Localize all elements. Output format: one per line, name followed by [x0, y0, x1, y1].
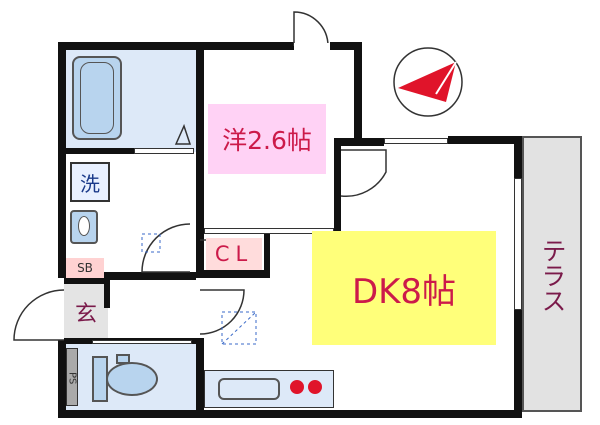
wall-room-divider: [196, 42, 204, 278]
washbasin-bowl: [78, 216, 90, 236]
wall-top-right: [330, 42, 360, 50]
wall-dk-top-right: [448, 136, 522, 144]
shoe-box-label: SB: [66, 258, 104, 278]
toilet-sliding-door[interactable]: [92, 340, 192, 344]
bath-door-frame[interactable]: [134, 148, 194, 154]
toilet-lid: [116, 354, 130, 364]
western-room-label: 洋2.6帖: [222, 126, 312, 155]
wall-cl-right: [264, 234, 270, 278]
wall-left: [58, 42, 66, 278]
toilet-bowl: [106, 362, 158, 396]
terrace-sliding-window[interactable]: [514, 178, 522, 310]
pipe-space-label: PS: [66, 371, 78, 385]
washer-label: 洗: [70, 162, 110, 202]
wall-left-lower: [58, 340, 66, 418]
terrace-area: [522, 136, 582, 412]
closet-label: CL: [206, 238, 262, 270]
wall-dk-top-left: [334, 138, 384, 146]
western-room-label-bg: [208, 104, 326, 174]
wall-western-right: [334, 138, 341, 234]
stove-burner-icon: [308, 380, 322, 394]
wall-entrance-side: [104, 278, 110, 308]
wall-bottom: [58, 410, 522, 418]
pipe-space: [66, 348, 78, 406]
wall-top-left: [58, 42, 294, 50]
dining-kitchen-label-bg: [312, 231, 496, 345]
entrance-floor: [64, 282, 108, 340]
terrace-label: テラス: [538, 237, 567, 313]
entrance-label: 玄: [74, 302, 97, 327]
wall-wash-bottom: [100, 272, 196, 280]
wall-bath-bottom: [64, 148, 134, 154]
wall-toilet-right: [196, 338, 204, 414]
wall-cl-bottom: [196, 270, 268, 278]
wall-step-vertical: [354, 42, 362, 146]
sink-basin: [218, 378, 280, 400]
wall-entrance-top: [64, 278, 108, 284]
stove-burner-icon: [290, 380, 304, 394]
bathtub-inner: [80, 62, 114, 134]
top-window[interactable]: [384, 138, 448, 144]
dining-kitchen-label: DK8帖: [351, 271, 457, 312]
